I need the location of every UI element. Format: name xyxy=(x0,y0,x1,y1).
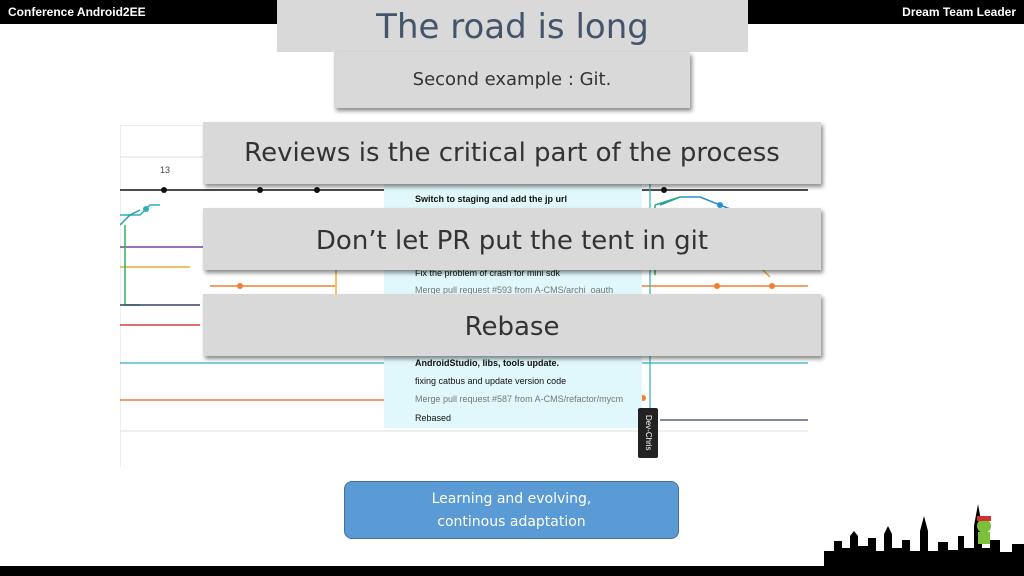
callout-box: Learning and evolving, continous adaptat… xyxy=(344,481,679,539)
commit-item: Merge pull request #587 from A-CMS/refac… xyxy=(415,394,624,404)
commit-item: AndroidStudio, libs, tools update. xyxy=(415,358,559,368)
bullet-pr-tent: Don’t let PR put the tent in git xyxy=(203,208,821,270)
bullet-rebase: Rebase xyxy=(203,294,821,356)
slide-subtitle: Second example : Git. xyxy=(334,52,690,108)
bullet-reviews: Reviews is the critical part of the proc… xyxy=(203,122,821,184)
bottom-bar xyxy=(0,566,1024,576)
commit-item: Switch to staging and add the jp url xyxy=(415,194,568,204)
commit-item: Merge pull request #593 from A-CMS/archi… xyxy=(415,285,619,295)
branch-tag: Dev-Chris xyxy=(638,408,658,458)
callout-line-1: Learning and evolving, xyxy=(431,491,592,507)
commit-item: fixing catbus and update version code xyxy=(415,376,567,386)
commit-item: Fix the problem of crash for mini sdk xyxy=(415,268,561,278)
commit-item: Rebased xyxy=(415,413,452,423)
column-number: 13 xyxy=(160,165,171,175)
conference-name: Conference Android2EE xyxy=(8,5,146,19)
city-skyline-icon xyxy=(824,504,1024,566)
slide-title: The road is long xyxy=(277,0,748,52)
talk-name: Dream Team Leader xyxy=(902,5,1016,19)
callout-line-2: continous adaptation xyxy=(437,514,586,530)
